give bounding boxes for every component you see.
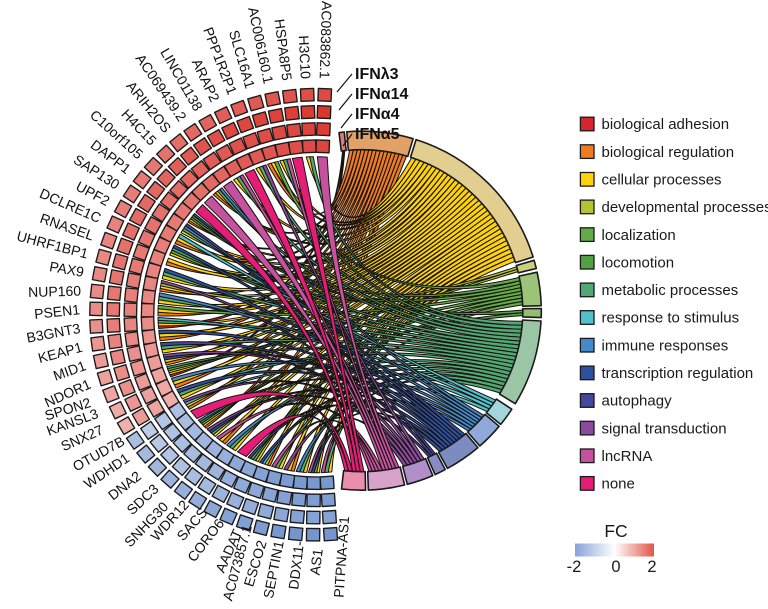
svg-text:2: 2 xyxy=(647,558,656,576)
svg-text:IFNα4: IFNα4 xyxy=(355,106,400,123)
svg-text:IFNλ3: IFNλ3 xyxy=(355,66,399,83)
svg-text:developmental processes: developmental processes xyxy=(602,199,768,216)
svg-text:autophagy: autophagy xyxy=(602,393,673,410)
svg-text:biological adhesion: biological adhesion xyxy=(602,116,730,133)
svg-text:PSEN1: PSEN1 xyxy=(33,301,81,322)
svg-text:AC083862.1: AC083862.1 xyxy=(317,1,335,80)
svg-text:locomotion: locomotion xyxy=(602,254,675,271)
svg-text:HSPA8P5: HSPA8P5 xyxy=(271,18,295,82)
svg-text:H3C10: H3C10 xyxy=(296,35,314,80)
svg-text:0: 0 xyxy=(611,558,620,576)
svg-text:-2: -2 xyxy=(567,558,582,576)
svg-text:lncRNA: lncRNA xyxy=(602,448,653,465)
svg-text:metabolic processes: metabolic processes xyxy=(602,282,739,299)
svg-text:FC: FC xyxy=(604,521,627,541)
svg-text:NUP160: NUP160 xyxy=(28,283,82,300)
svg-text:AS1: AS1 xyxy=(307,548,326,576)
svg-text:PITPNA-AS1: PITPNA-AS1 xyxy=(331,515,353,598)
svg-text:DDX11-: DDX11- xyxy=(285,540,307,591)
svg-text:IFNα14: IFNα14 xyxy=(355,86,409,103)
svg-text:IFNα5: IFNα5 xyxy=(355,126,400,143)
svg-text:immune responses: immune responses xyxy=(602,337,729,354)
svg-text:signal transduction: signal transduction xyxy=(602,420,727,437)
svg-text:cellular processes: cellular processes xyxy=(602,172,722,189)
svg-text:localization: localization xyxy=(602,227,676,244)
svg-text:none: none xyxy=(602,476,635,493)
svg-text:response to stimulus: response to stimulus xyxy=(602,310,740,327)
svg-text:biological regulation: biological regulation xyxy=(602,144,735,161)
svg-text:transcription regulation: transcription regulation xyxy=(602,365,754,382)
svg-text:PAX9: PAX9 xyxy=(48,258,85,280)
